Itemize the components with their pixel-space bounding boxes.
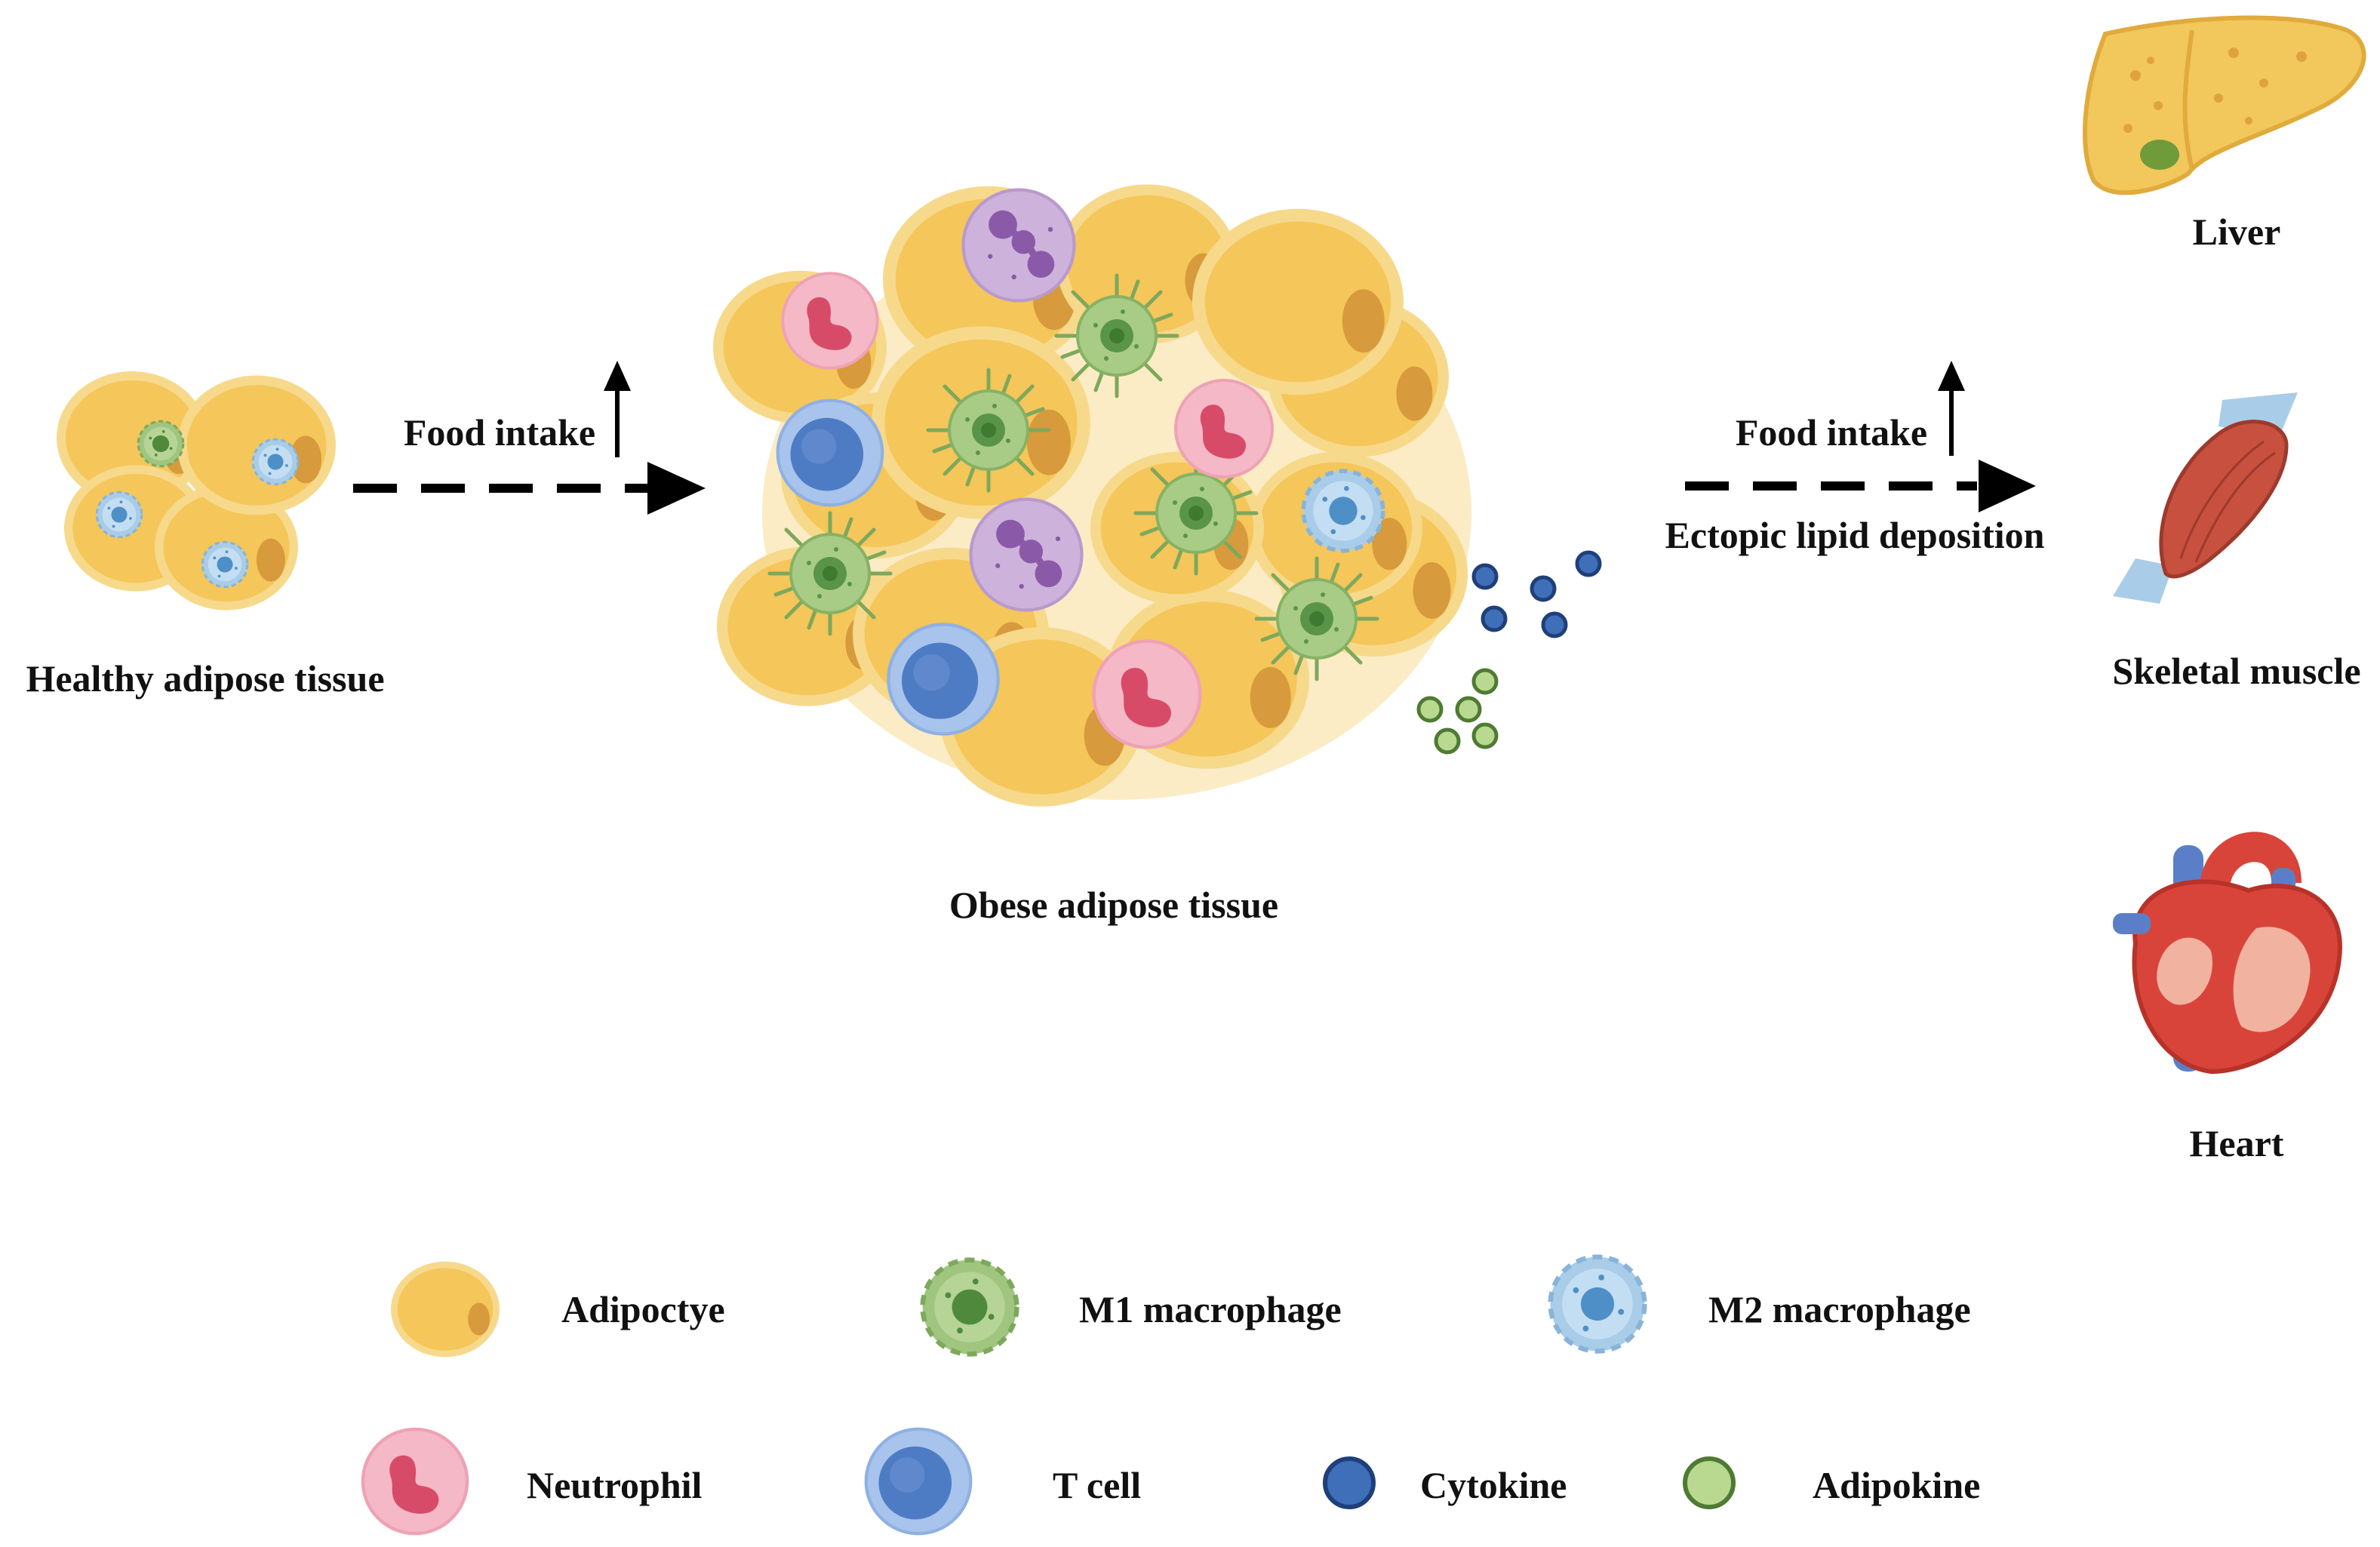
cytokine-particles — [1471, 550, 1602, 638]
legend-item-adipocyte: Adipoctye — [391, 1261, 725, 1358]
obese-adipose-tissue-label: Obese adipose tissue — [949, 884, 1278, 926]
legend-item-adipokine: Adipokine — [1683, 1456, 1980, 1509]
adipokine-icon — [1683, 1456, 1736, 1509]
legend-label-m1-macrophage: M1 macrophage — [1079, 1288, 1342, 1330]
legend-item-m2-macrophage: M2 macrophage — [1551, 1257, 1971, 1352]
food-intake-label-2: Food intake — [1736, 411, 1927, 454]
obese-adipose-tissue — [713, 184, 1471, 807]
m1-macrophage-icon — [923, 1260, 1017, 1355]
neutrophil-icon — [363, 1429, 467, 1533]
ectopic-lipid-deposition-label: Ectopic lipid deposition — [1665, 514, 2045, 556]
legend-item-neutrophil: Neutrophil — [363, 1429, 703, 1533]
legend-label-adipocyte: Adipoctye — [561, 1288, 725, 1330]
t-cell-icon — [866, 1429, 971, 1534]
cytokine-icon — [1323, 1456, 1376, 1509]
adipokine-particles — [1416, 668, 1499, 755]
heart-icon — [2113, 832, 2342, 1075]
heart-label: Heart — [2190, 1122, 2284, 1164]
liver-icon — [2083, 15, 2366, 195]
skeletal-muscle-label: Skeletal muscle — [2112, 650, 2360, 692]
legend-label-neutrophil: Neutrophil — [527, 1464, 703, 1506]
food-intake-arrow-1 — [353, 361, 706, 515]
healthy-adipose-tissue-label: Healthy adipose tissue — [26, 657, 384, 700]
legend-item-m1-macrophage: M1 macrophage — [923, 1260, 1342, 1355]
m2-macrophage-icon — [1551, 1257, 1645, 1352]
liver-label: Liver — [2193, 211, 2281, 253]
skeletal-muscle-icon — [2113, 392, 2298, 604]
legend-label-t-cell: T cell — [1053, 1464, 1141, 1506]
legend: Adipoctye M1 macrophage M2 macrophage Ne… — [363, 1257, 1980, 1534]
legend-item-t-cell: T cell — [866, 1429, 1141, 1534]
adipocyte-icon — [391, 1261, 500, 1358]
legend-label-m2-macrophage: M2 macrophage — [1708, 1288, 1971, 1330]
healthy-adipose-tissue — [57, 371, 336, 610]
food-intake-label-1: Food intake — [404, 411, 595, 454]
legend-label-adipokine: Adipokine — [1813, 1464, 1980, 1506]
legend-item-cytokine: Cytokine — [1323, 1456, 1567, 1509]
food-intake-arrow-2 — [1685, 361, 2036, 512]
legend-label-cytokine: Cytokine — [1420, 1464, 1567, 1506]
